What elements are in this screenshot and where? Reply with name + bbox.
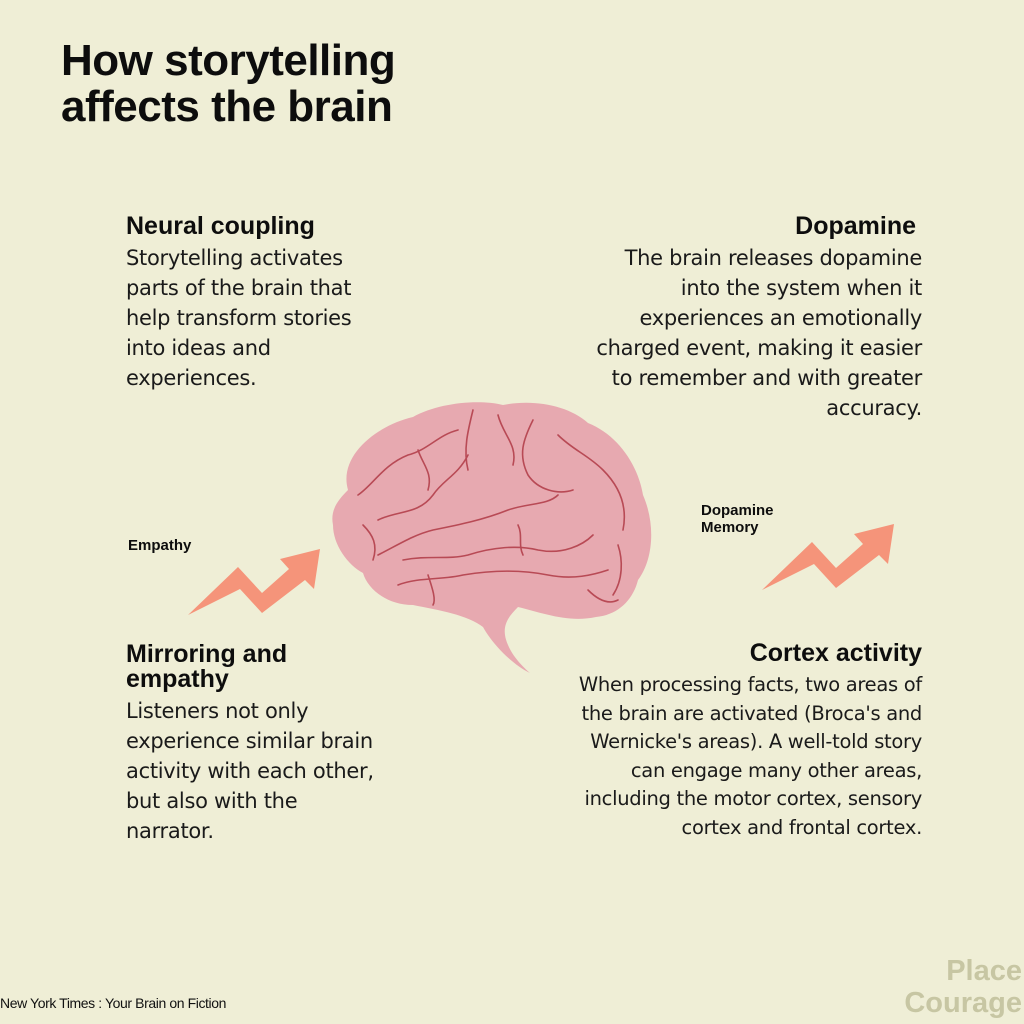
body-line: accuracy. [826,396,922,420]
body-line: charged event, making it easier [596,336,922,360]
mirroring-heading: Mirroring and empathy [126,642,426,692]
dopamine-section: Dopamine The brain releases dopamine int… [502,214,922,423]
body-line: narrator. [126,819,214,843]
page-title: How storytelling affects the brain [61,36,396,131]
body-line: the brain are activated (Broca's and [581,701,923,725]
brain-folds [357,409,626,606]
dopamine-body: The brain releases dopamine into the sys… [502,243,922,423]
brain-shape [332,402,652,673]
neural-coupling-body: Storytelling activates parts of the brai… [126,243,426,393]
arrow-shape [762,524,894,590]
brand-logo: Place Courage [904,955,1022,1019]
cortex-activity-body: When processing facts, two areas of the … [502,671,922,842]
body-line: experience similar brain [126,729,373,753]
body-line: help transform stories [126,306,352,330]
label-line: Memory [701,519,759,536]
brand-line: Courage [904,987,1022,1019]
arrow-shape [188,549,320,615]
brand-line: Place [946,955,1022,987]
cortex-activity-section: Cortex activity When processing facts, t… [502,641,922,842]
body-line: Listeners not only [126,699,309,723]
heading-line: Mirroring and [126,640,288,668]
body-line: experiences an emotionally [639,306,923,330]
cortex-activity-heading: Cortex activity [749,639,922,667]
label-line: Dopamine [701,502,774,519]
body-line: to remember and with greater [611,366,923,390]
neural-coupling-section: Neural coupling Storytelling activates p… [126,214,426,393]
body-line: but also with the [126,789,298,813]
title-line-2: affects the brain [61,82,393,131]
mirroring-section: Mirroring and empathy Listeners not only… [126,642,426,846]
trending-up-arrow-icon [188,549,320,615]
dopamine-heading: Dopamine [795,212,916,240]
title-line-1: How storytelling [61,36,396,85]
body-line: can engage many other areas, [630,758,922,782]
body-line: Wernicke's areas). A well-told story [590,730,922,753]
body-line: experiences. [126,366,257,390]
trending-up-arrow-icon [762,524,894,590]
mirroring-body: Listeners not only experience similar br… [126,696,426,846]
heading-line: empathy [126,665,229,693]
body-line: When processing facts, two areas of [578,673,922,696]
body-line: into the system when it [680,276,923,300]
dopamine-memory-label: Dopamine Memory [701,502,774,536]
body-line: parts of the brain that [126,276,352,300]
body-line: cortex and frontal cortex. [681,815,923,839]
neural-coupling-heading: Neural coupling [126,212,315,240]
source-credit: New York Times : Your Brain on Fiction [0,995,227,1011]
brain-icon [332,402,652,673]
body-line: The brain releases dopamine [624,246,923,270]
empathy-label: Empathy [128,537,192,554]
body-line: activity with each other, [126,759,374,783]
body-line: Storytelling activates [126,246,343,270]
body-line: including the motor cortex, sensory [584,787,923,810]
body-line: into ideas and [126,336,271,360]
